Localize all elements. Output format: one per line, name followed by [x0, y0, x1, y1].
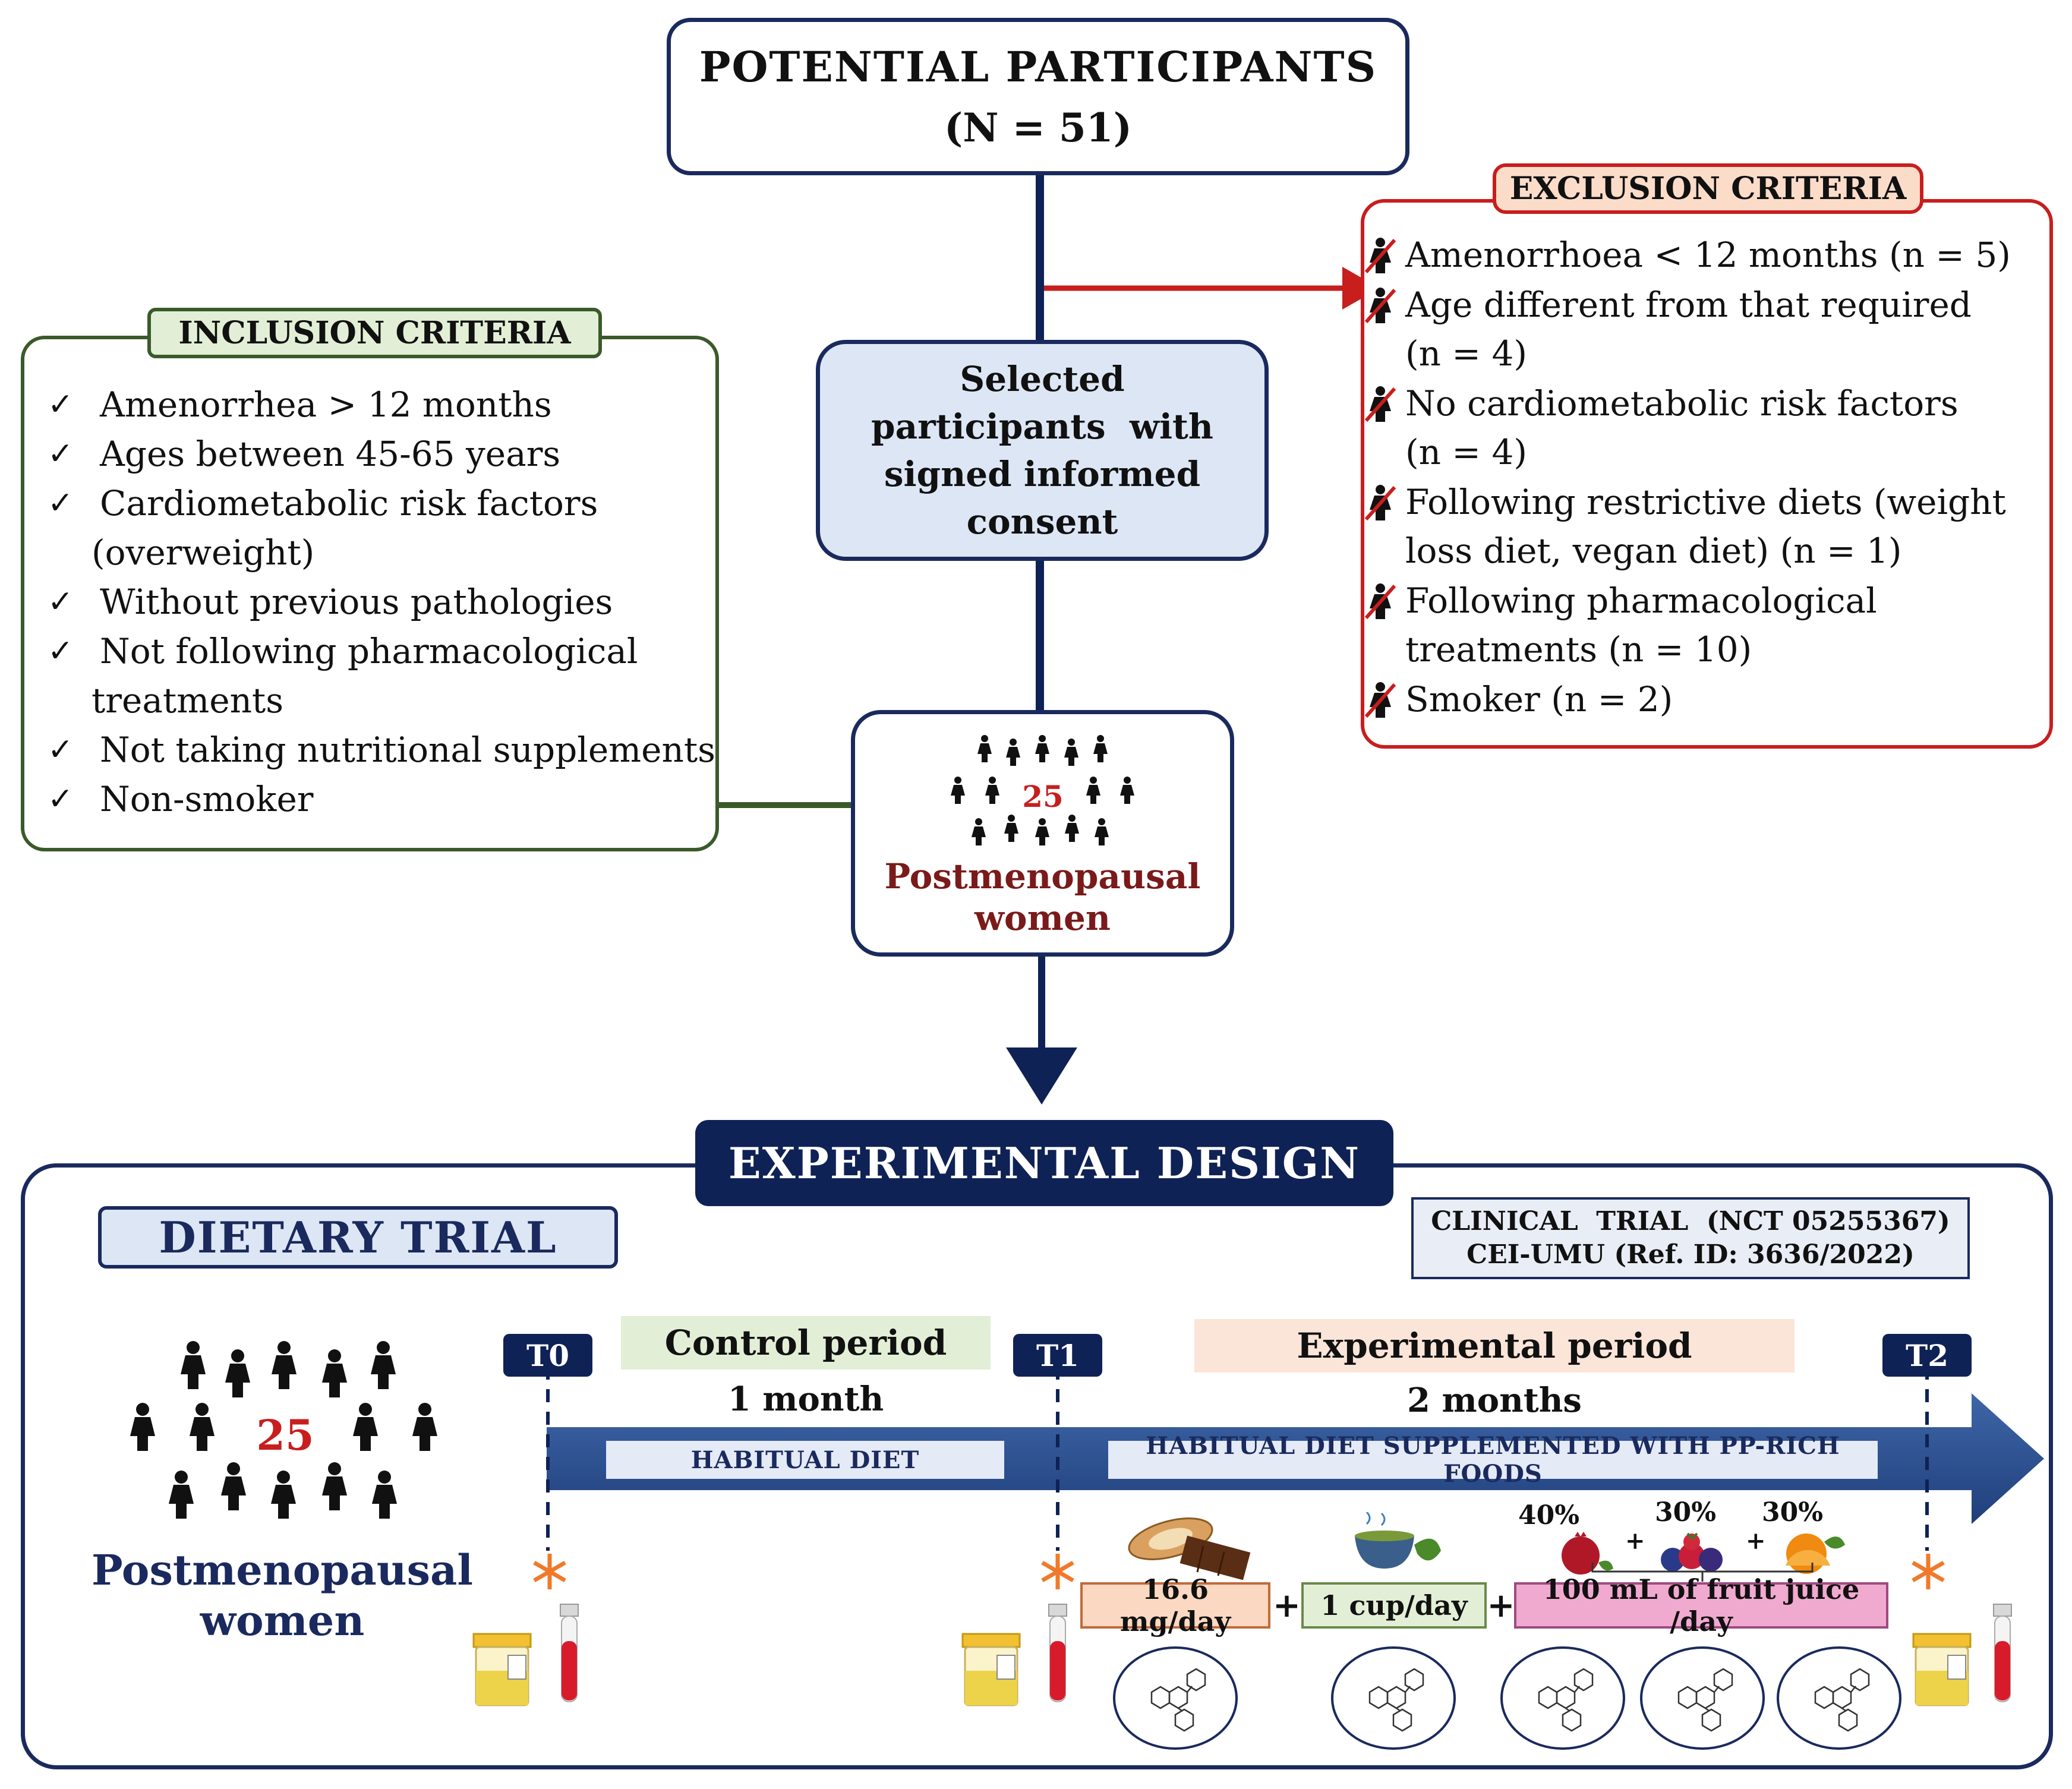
berries-icon — [1661, 1532, 1723, 1572]
inclusion-criteria-box — [21, 336, 719, 851]
experimental-design-title: EXPERIMENTAL DESIGN — [695, 1120, 1393, 1206]
inclusion-item: ✓ Non-smoker — [48, 775, 719, 824]
habitual-diet-label: HABITUAL DIET — [606, 1441, 1004, 1479]
plus-sign-1: + — [1273, 1586, 1301, 1625]
checkmark-icon: ✓ — [48, 436, 74, 472]
postmenopausal-women-label: Postmenopausal women — [884, 856, 1201, 938]
checkmark-icon: ✓ — [48, 485, 74, 521]
selected-participants-box: Selected participants with signed inform… — [816, 340, 1269, 561]
potential-participants-title: POTENTIAL PARTICIPANTS — [699, 42, 1377, 91]
inclusion-item: ✓ Amenorrhea > 12 months — [48, 380, 719, 430]
crossed-woman-icon — [1364, 485, 1396, 520]
exclusion-item: No cardiometabolic risk factors (n = 4) — [1364, 379, 2050, 477]
crossed-woman-icon — [1364, 288, 1396, 323]
postmenopausal-women-label-large: Postmenopausal women — [92, 1545, 473, 1645]
timepoint-t0: T0 — [503, 1334, 592, 1377]
potential-participants-count: (N = 51) — [944, 105, 1132, 151]
experimental-duration: 2 months — [1407, 1381, 1582, 1420]
checkmark-icon: ✓ — [48, 781, 74, 817]
plus-juice-1: + — [1625, 1527, 1645, 1555]
crossed-woman-icon — [1364, 583, 1396, 619]
potential-participants-box: POTENTIAL PARTICIPANTS (N = 51) — [667, 18, 1409, 175]
polyphenol-structure-icon — [1113, 1646, 1238, 1750]
inclusion-criteria-title: INCLUSION CRITERIA — [147, 308, 602, 358]
checkmark-icon: ✓ — [48, 732, 74, 768]
pomegranate-icon — [1562, 1532, 1613, 1575]
crossed-woman-icon — [1364, 238, 1396, 273]
cocoa-chocolate-icon — [1128, 1517, 1251, 1580]
crossed-woman-icon — [1364, 682, 1396, 718]
inclusion-item: ✓ Without previous pathologies — [48, 578, 719, 627]
control-period-label: Control period — [621, 1316, 991, 1370]
tea-cup-icon — [1355, 1512, 1441, 1569]
timepoint-t1: T1 — [1013, 1334, 1102, 1377]
exclusion-item: Following restrictive diets (weight loss… — [1364, 478, 2050, 575]
plus-sign-2: + — [1487, 1586, 1515, 1625]
inclusion-item: ✓ Cardiometabolic risk factors (overweig… — [48, 479, 719, 578]
inclusion-item: ✓ Not following pharmacological treatmen… — [48, 627, 719, 725]
plus-juice-2: + — [1746, 1527, 1766, 1555]
exclusion-item: Smoker (n = 2) — [1364, 675, 2050, 724]
experimental-period-label: Experimental period — [1194, 1319, 1795, 1372]
exclusion-item: Following pharmacological treatments (n … — [1364, 576, 2050, 674]
polyphenol-structure-icon — [1500, 1646, 1625, 1750]
control-duration: 1 month — [727, 1380, 884, 1419]
checkmark-icon: ✓ — [48, 387, 74, 422]
checkmark-icon: ✓ — [48, 633, 74, 669]
tea-dose: 1 cup/day — [1301, 1582, 1487, 1629]
polyphenol-structure-icon — [1331, 1646, 1456, 1750]
inclusion-item: ✓ Ages between 45-65 years — [48, 430, 719, 479]
checkmark-icon: ✓ — [48, 584, 74, 620]
polyphenol-structure-icon — [1777, 1646, 1901, 1750]
exclusion-criteria-title: EXCLUSION CRITERIA — [1493, 163, 1923, 214]
berries-percentage: 30% — [1655, 1497, 1717, 1528]
orange-icon — [1786, 1534, 1845, 1574]
crossed-woman-icon — [1364, 386, 1396, 422]
juice-dose: 100 mL of fruit juice /day — [1514, 1573, 1888, 1637]
timepoint-t2: T2 — [1882, 1334, 1972, 1377]
orange-percentage: 30% — [1762, 1497, 1824, 1528]
exclusion-item: Age different from that required (n = 4) — [1364, 280, 2050, 378]
polyphenol-structure-icon — [1640, 1646, 1765, 1750]
women-count: 25 — [1022, 778, 1064, 814]
inclusion-item: ✓ Not taking nutritional supplements — [48, 725, 719, 775]
clinical-trial-box: CLINICAL TRIAL (NCT 05255367) CEI-UMU (R… — [1411, 1197, 1970, 1279]
exclusion-item: Amenorrhoea < 12 months (n = 5) — [1364, 231, 2050, 279]
dietary-trial-label: DIETARY TRIAL — [98, 1206, 618, 1269]
exclusion-criteria-box — [1361, 199, 2053, 749]
pomegranate-percentage: 40% — [1518, 1500, 1580, 1531]
juice-bracket — [1591, 1563, 1814, 1582]
women-count-large: 25 — [256, 1410, 314, 1460]
